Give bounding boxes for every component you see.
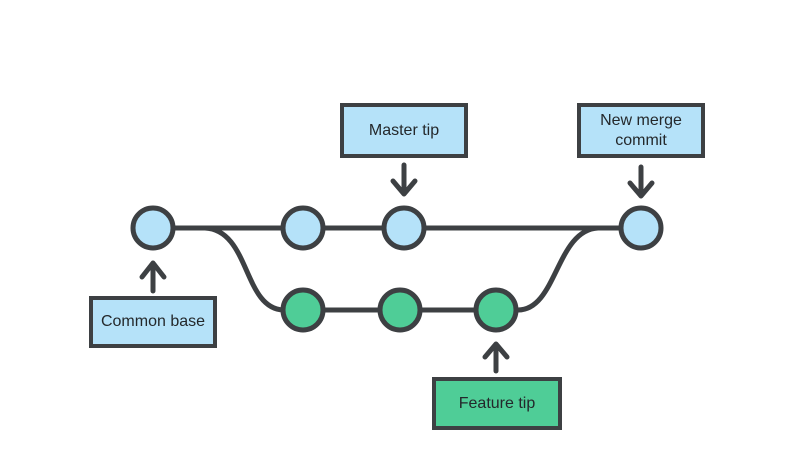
feature-commit-2	[377, 287, 423, 333]
master-tip-label: Master tip	[340, 103, 468, 158]
common-base-arrow-icon	[139, 260, 167, 294]
feature-tip-arrow-icon	[482, 341, 510, 374]
feature-commit-1	[280, 287, 326, 333]
merge-commit-node	[618, 205, 664, 251]
master-commit-3	[381, 205, 427, 251]
feature-tip-label: Feature tip	[432, 377, 562, 430]
master-commit-1	[130, 205, 176, 251]
new-merge-commit-arrow-icon	[627, 164, 655, 199]
master-tip-arrow-icon	[390, 162, 418, 197]
feature-commit-3	[473, 287, 519, 333]
new-merge-commit-label: New merge commit	[577, 103, 705, 158]
master-commit-2	[280, 205, 326, 251]
common-base-label: Common base	[89, 296, 217, 348]
